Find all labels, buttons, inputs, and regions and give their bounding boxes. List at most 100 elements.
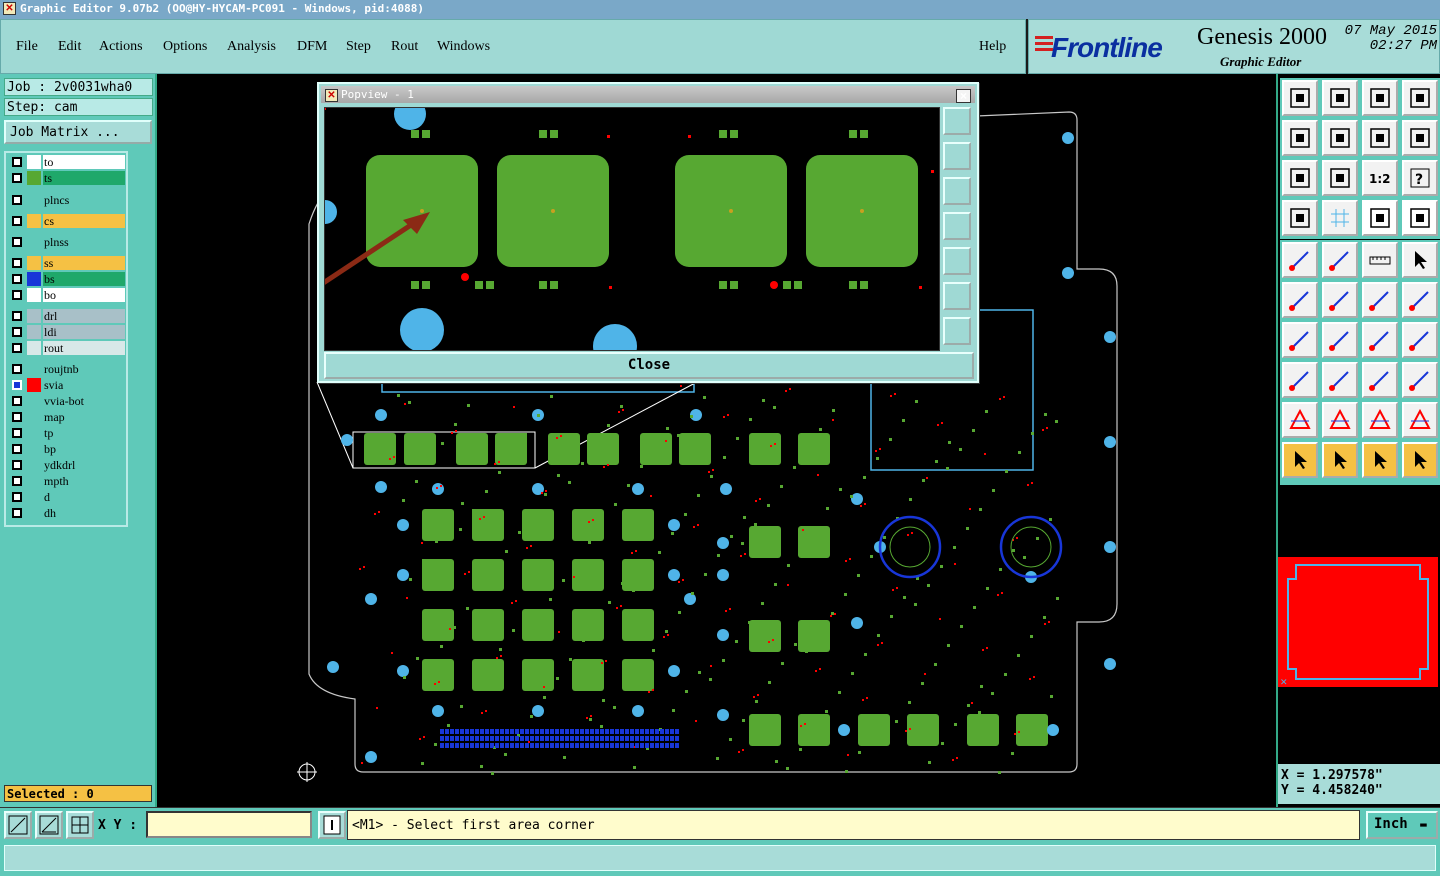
layer-row-dh[interactable]: dh	[8, 506, 126, 520]
popview-tool-pan-down-icon[interactable]	[943, 177, 971, 205]
grid-icon[interactable]	[1322, 200, 1358, 236]
connect-icon[interactable]	[1282, 282, 1318, 318]
line-angle-icon[interactable]	[1282, 322, 1318, 358]
layer-row-svia[interactable]: svia	[8, 378, 126, 392]
layer-highlight-icon[interactable]	[1402, 200, 1438, 236]
layer-row-drl[interactable]: drl	[8, 309, 126, 323]
layer-checkbox[interactable]	[12, 460, 22, 470]
select-arrow-icon[interactable]	[1282, 442, 1318, 478]
layer-checkbox[interactable]	[12, 412, 22, 422]
layer-row-ldi[interactable]: ldi	[8, 325, 126, 339]
layer-row-roujtnb[interactable]: roujtnb	[8, 362, 126, 376]
info-icon[interactable]	[318, 811, 346, 839]
ruler-icon[interactable]	[1362, 242, 1398, 278]
menu-edit[interactable]: Edit	[58, 39, 82, 54]
layer-checkbox[interactable]	[12, 444, 22, 454]
popview-tool-pan-up-icon[interactable]	[943, 142, 971, 170]
layer-checkbox[interactable]	[12, 195, 22, 205]
layer-checkbox[interactable]	[12, 216, 22, 226]
board-overview-map[interactable]: ✕	[1278, 557, 1438, 688]
popview-close-icon[interactable]: ×	[956, 89, 971, 103]
layer-row-tp[interactable]: tp	[8, 426, 126, 440]
home-view-icon[interactable]	[1362, 80, 1398, 116]
layer-row-plnss[interactable]: plnss	[8, 235, 126, 249]
layer-row-rout[interactable]: rout	[8, 341, 126, 355]
zoom-extents-icon[interactable]	[1282, 160, 1318, 196]
layer-checkbox[interactable]	[12, 428, 22, 438]
menu-file[interactable]: File	[16, 39, 38, 54]
layer-checkbox[interactable]	[12, 476, 22, 486]
command-line[interactable]	[4, 845, 1436, 871]
layer-row-to[interactable]: to	[8, 155, 126, 169]
menu-windows[interactable]: Windows	[437, 39, 491, 54]
popview-tool-zoom-icon[interactable]	[943, 107, 971, 135]
line-icon[interactable]	[1322, 322, 1358, 358]
layer-row-ss[interactable]: ss	[8, 256, 126, 270]
copy-icon[interactable]	[1402, 282, 1438, 318]
layer-row-vvia-bot[interactable]: vvia-bot	[8, 394, 126, 408]
select-box-icon[interactable]	[1322, 442, 1358, 478]
split-view-icon[interactable]	[1402, 80, 1438, 116]
help-icon[interactable]: ?	[1402, 160, 1438, 196]
mirror-icon[interactable]	[1402, 120, 1438, 156]
job-matrix-button[interactable]: Job Matrix ...	[4, 120, 152, 144]
menu-analysis[interactable]: Analysis	[227, 39, 276, 54]
break-icon[interactable]	[1322, 362, 1358, 398]
arc-icon[interactable]	[1362, 322, 1398, 358]
unit-selector[interactable]: Inch ▬	[1366, 811, 1438, 839]
zoom-fit-icon[interactable]	[1322, 80, 1358, 116]
pan-right-icon[interactable]	[1322, 120, 1358, 156]
layer-checkbox[interactable]	[12, 258, 22, 268]
layer-row-bo[interactable]: bo	[8, 288, 126, 302]
layer-checkbox[interactable]	[12, 311, 22, 321]
layer-checkbox[interactable]	[12, 290, 22, 300]
layer-row-bp[interactable]: bp	[8, 442, 126, 456]
layer-checkbox[interactable]	[12, 492, 22, 502]
layer-checkbox[interactable]	[12, 508, 22, 518]
select-net-icon[interactable]	[1402, 442, 1438, 478]
zoom-center-icon[interactable]	[1322, 160, 1358, 196]
layer-checkbox[interactable]	[12, 364, 22, 374]
pcb-board-view[interactable]	[157, 74, 1276, 807]
triangle-c-icon[interactable]	[1402, 402, 1438, 438]
layer-checkbox[interactable]	[12, 396, 22, 406]
popview-zoom-view[interactable]	[324, 107, 940, 351]
popview-tool-zoom-in-icon[interactable]	[943, 282, 971, 310]
triangle-b-icon[interactable]	[1362, 402, 1398, 438]
layer-checkbox[interactable]	[12, 237, 22, 247]
popview-close-button[interactable]: Close	[324, 352, 974, 379]
layer-checkbox[interactable]	[12, 274, 22, 284]
layer-row-map[interactable]: map	[8, 410, 126, 424]
layer-row-mpth[interactable]: mpth	[8, 474, 126, 488]
pan-left-icon[interactable]	[1282, 120, 1318, 156]
menu-step[interactable]: Step	[346, 39, 371, 54]
move-icon[interactable]	[1362, 282, 1398, 318]
grid-tool-icon[interactable]	[66, 811, 94, 839]
layer-row-bs[interactable]: bs	[8, 272, 126, 286]
xy-input[interactable]	[146, 811, 312, 838]
popview-tool-pan-right-icon[interactable]	[943, 247, 971, 275]
menu-dfm[interactable]: DFM	[297, 39, 328, 54]
layer-checkbox[interactable]	[12, 157, 22, 167]
group-icon[interactable]	[1402, 362, 1438, 398]
via-icon[interactable]	[1282, 362, 1318, 398]
layer-row-ts[interactable]: ts	[8, 171, 126, 185]
snap-tool-icon[interactable]	[4, 811, 32, 839]
layer-row-d[interactable]: d	[8, 490, 126, 504]
layer-row-cs[interactable]: cs	[8, 214, 126, 228]
menu-actions[interactable]: Actions	[99, 39, 143, 54]
scale-1-2-icon[interactable]: 1:2	[1362, 160, 1398, 196]
rotate-icon[interactable]	[1362, 120, 1398, 156]
triangle-a-icon[interactable]	[1322, 402, 1358, 438]
layer-select-icon[interactable]	[1362, 200, 1398, 236]
select-pad-icon[interactable]	[1402, 242, 1438, 278]
draw-line-icon[interactable]	[1322, 242, 1358, 278]
measure-icon[interactable]	[1282, 200, 1318, 236]
layer-checkbox[interactable]	[12, 327, 22, 337]
zoom-home-icon[interactable]	[1282, 80, 1318, 116]
layer-row-plncs[interactable]: plncs	[8, 193, 126, 207]
dimension-icon[interactable]	[1362, 362, 1398, 398]
angle-tool-icon[interactable]	[35, 811, 63, 839]
popview-tool-pan-left-icon[interactable]	[943, 212, 971, 240]
triangle-up-icon[interactable]	[1282, 402, 1318, 438]
